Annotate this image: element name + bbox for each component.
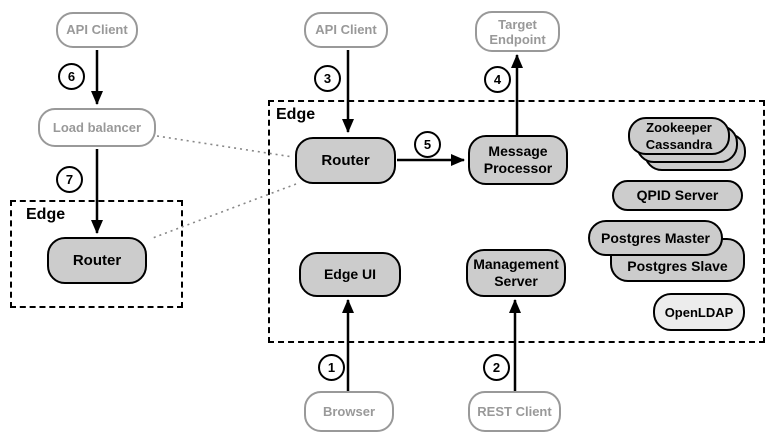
node-message-processor: Message Processor	[468, 135, 568, 185]
node-postgres-master: Postgres Master	[588, 220, 723, 256]
cassandra-label: Cassandra	[645, 137, 713, 152]
node-api-client-left: API Client	[56, 12, 138, 48]
zookeeper-label: Zookeeper	[646, 120, 712, 135]
edge-group-main-label: Edge	[276, 106, 316, 123]
step-badge-7: 7	[56, 166, 83, 193]
node-api-client-top: API Client	[304, 12, 388, 48]
step-badge-5: 5	[414, 131, 441, 158]
node-zookeeper-cassandra: Zookeeper Cassandra	[628, 117, 730, 155]
step-badge-6: 6	[58, 63, 85, 90]
node-edge-ui: Edge UI	[299, 252, 401, 297]
node-management-server: Management Server	[466, 249, 566, 297]
step-badge-2: 2	[483, 354, 510, 381]
node-router-main: Router	[295, 137, 396, 184]
step-badge-4: 4	[484, 66, 511, 93]
step-badge-3: 3	[314, 65, 341, 92]
node-target-endpoint: Target Endpoint	[475, 11, 560, 52]
node-openldap: OpenLDAP	[653, 293, 745, 331]
step-badge-1: 1	[318, 354, 345, 381]
node-router-left: Router	[47, 237, 147, 284]
node-rest-client: REST Client	[468, 391, 561, 432]
edge-group-left-label: Edge	[26, 206, 66, 223]
node-browser: Browser	[304, 391, 394, 432]
node-qpid-server: QPID Server	[612, 180, 743, 211]
node-load-balancer: Load balancer	[38, 108, 156, 147]
